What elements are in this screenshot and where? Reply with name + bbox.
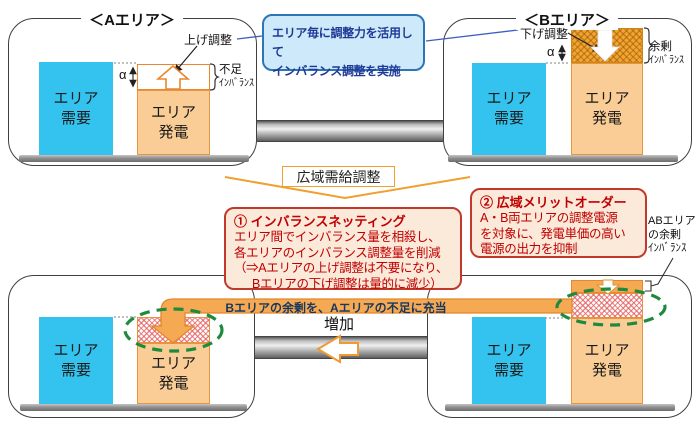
generation-bar-bottom-a: エリア 発電 [137, 343, 210, 404]
surplus-transferred-section [571, 293, 643, 318]
demand-bar-top-a: エリア 需要 [39, 62, 113, 155]
generation-bar-label: エリア 発電 [584, 90, 630, 127]
filled-shortage-section [137, 317, 210, 343]
surplus-imbalance-line2: ｲﾝﾊﾞﾗﾝｽ [649, 55, 684, 66]
ground-bar [448, 155, 678, 162]
imbalance-note-box: エリア毎に調整力を活用して インバランス調整を実施 [262, 14, 425, 78]
demand-bar-label: エリア 需要 [53, 89, 99, 127]
generation-bar-label: エリア 発電 [584, 342, 630, 379]
generation-bar-label: エリア 発電 [150, 354, 196, 392]
merit-order-title: ② 広域メリットオーダー [480, 195, 627, 210]
alpha-label-b: α [547, 44, 555, 59]
generation-bar-top-a: エリア 発電 [137, 90, 210, 155]
surplus-imbalance-label: 余剰 ｲﾝﾊﾞﾗﾝｽ [649, 41, 684, 67]
ground-bar [20, 404, 247, 411]
merit-order-line: A・B両エリアの調整電源 [480, 211, 618, 225]
area-b-bottom-panel [427, 275, 692, 418]
ground-bar [19, 155, 249, 162]
area-b-title: ＜Bエリア＞ [516, 9, 618, 30]
generation-bar-label: エリア 発電 [150, 103, 196, 141]
demand-bar-label: エリア 需要 [486, 341, 532, 379]
alpha-label-a: α [119, 67, 127, 82]
demand-bar-bottom-a: エリア 需要 [39, 317, 113, 404]
imbalance-netting-line: 各エリアのインバランス調整量を削減 [234, 245, 441, 260]
imbalance-netting-title: ① インバランスネッティング [234, 214, 406, 229]
shortage-imbalance-line2: ｲﾝﾊﾞﾗﾝｽ [219, 78, 254, 89]
increase-label: 増加 [323, 316, 355, 333]
raise-adjustment-section [137, 64, 210, 90]
imbalance-netting-line: Bエリアの下げ調整は量的に減少） [252, 276, 443, 291]
ground-bar [445, 404, 675, 411]
generation-bar-bottom-b: エリア 発電 [571, 318, 643, 404]
area-a-title: ＜Aエリア＞ [81, 9, 183, 30]
surplus-imbalance-section [571, 28, 643, 63]
interconnector-pipe-top [257, 120, 443, 142]
imbalance-netting-line: エリア間でインバランス量を相殺し、 [234, 230, 441, 244]
interconnector-pipe-bottom [255, 336, 427, 359]
surplus-imbalance-line1: 余剰 [649, 41, 672, 53]
demand-bar-top-b: エリア 需要 [472, 63, 546, 155]
imbalance-netting-line: （⇒Aエリアの上げ調整は不要になり、 [234, 261, 449, 275]
demand-bar-bottom-b: エリア 需要 [472, 317, 546, 404]
raise-adjustment-label: 上げ調整 [184, 33, 233, 47]
demand-bar-label: エリア 需要 [486, 90, 532, 127]
lower-adjustment-label: 下げ調整 [520, 27, 569, 41]
demand-bar-label: エリア 需要 [53, 341, 99, 379]
generation-bar-top-b: エリア 発電 [571, 63, 643, 155]
shortage-imbalance-label: 不足 ｲﾝﾊﾞﾗﾝｽ [219, 64, 254, 90]
wide-area-adjustment-label: 広域需給調整 [282, 166, 395, 187]
ab-surplus-imbalance-label: ABエリア の余剰 ｲﾝﾊﾞﾗﾝｽ [648, 215, 696, 254]
merit-order-line: 電源の出力を抑制 [480, 242, 578, 256]
imbalance-netting-box: ① インバランスネッティング エリア間でインバランス量を相殺し、 各エリアのイン… [224, 207, 462, 291]
merit-order-line: を対象に、発電単価の高い [480, 226, 626, 241]
reduced-lower-adjustment-strip [571, 280, 643, 293]
shortage-imbalance-line1: 不足 [219, 64, 242, 76]
merit-order-box: ② 広域メリットオーダー A・B両エリアの調整電源 を対象に、発電単価の高い 電… [470, 188, 647, 258]
